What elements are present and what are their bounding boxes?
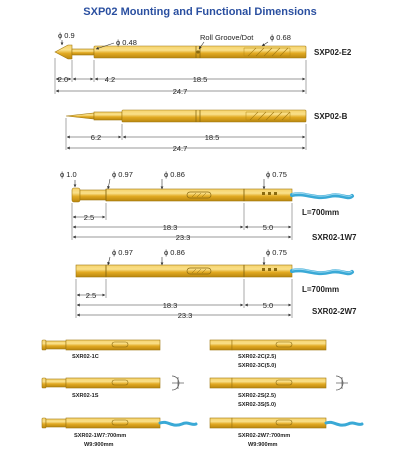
variant-2s-label: SXR02-2S(2.5) <box>238 393 276 399</box>
e2-phi-068-label: ϕ 0.68 <box>270 33 291 42</box>
variant-2w7-label: SXR02-2W7:700mm <box>238 433 290 439</box>
b-dim-247: 24.7 <box>173 144 188 153</box>
b-model-label: SXP02-B <box>314 112 348 121</box>
e2-phi-048-label: ϕ 0.48 <box>116 38 137 47</box>
variant-2w9-label: W9:900mm <box>248 442 278 448</box>
variant-1c-label: SXR02-1C <box>72 354 99 360</box>
w1-phi-097-label: ϕ 0.97 <box>112 170 133 179</box>
variant-sxr02-2c <box>209 339 327 351</box>
variant-sxr02-1s <box>41 377 161 389</box>
variant-3s-label: SXR02-3S(5.0) <box>238 402 276 408</box>
wire <box>290 268 354 276</box>
w1-dim-25: 2.5 <box>84 213 94 222</box>
w2-dim-183: 18.3 <box>163 301 178 310</box>
variant-1w9-label: W9:900mm <box>84 442 114 448</box>
w2-phi-086-label: ϕ 0.86 <box>164 248 185 257</box>
receptacle-sxr02-2w7 <box>75 264 354 278</box>
plunger-neck <box>93 111 123 121</box>
e2-dim-42: 4.2 <box>105 75 115 84</box>
variant-sxr02-1w7 <box>41 417 198 429</box>
roll-dot <box>196 50 200 54</box>
receptacle-sxr02-1w7 <box>71 187 354 203</box>
probe-sxp02-b <box>65 109 307 123</box>
receptacle-body <box>105 188 245 202</box>
wire <box>290 192 354 200</box>
w2-dim-25: 2.5 <box>86 291 96 300</box>
w2-model-label: SXR02-2W7 <box>312 307 357 316</box>
e2-dim-247: 24.7 <box>173 87 188 96</box>
probe-tip <box>54 44 73 60</box>
e2-phi-09-label: ϕ 0.9 <box>58 31 75 40</box>
w1-length-label: L=700mm <box>302 208 339 217</box>
w1-dim-183: 18.3 <box>163 223 178 232</box>
e2-dim-185: 18.5 <box>193 75 208 84</box>
w1-dim-233: 23.3 <box>176 233 191 242</box>
w2-dim-233: 23.3 <box>178 311 193 320</box>
variant-1s-end-view <box>171 375 184 391</box>
e2-model-label: SXP02-E2 <box>314 48 352 57</box>
e2-roll-groove-label: Roll Groove/Dot <box>200 33 254 42</box>
variant-sxr02-2w7 <box>209 417 364 429</box>
page-title: SXP02 Mounting and Functional Dimensions <box>83 6 316 18</box>
barrel <box>121 109 307 123</box>
plunger-neck <box>71 48 95 56</box>
variant-2c-label: SXR02-2C(2.5) <box>238 354 276 360</box>
crimp-slot <box>186 191 212 199</box>
receptacle-head-collar <box>71 187 81 203</box>
variant-1w7-label: SXR02-1W7:700mm <box>74 433 126 439</box>
receptacle-body <box>105 264 245 278</box>
b-dim-185: 18.5 <box>205 133 220 142</box>
w2-phi-075-label: ϕ 0.75 <box>266 248 287 257</box>
w1-phi-10-label: ϕ 1.0 <box>60 170 77 179</box>
w2-dim-50: 5.0 <box>263 301 273 310</box>
w2-phi-097-label: ϕ 0.97 <box>112 248 133 257</box>
variant-sxr02-1c <box>41 339 161 351</box>
probe-sxp02-e2 <box>54 44 307 60</box>
receptacle-head <box>79 189 109 201</box>
variant-3c-label: SXR02-3C(5.0) <box>238 363 276 369</box>
w1-model-label: SXR02-1W7 <box>312 233 357 242</box>
w2-length-label: L=700mm <box>302 285 339 294</box>
variant-sxr02-2s <box>209 377 327 389</box>
w1-dim-50: 5.0 <box>263 223 273 232</box>
variant-2s-end-view <box>335 375 348 391</box>
probe-needle-tip <box>65 112 95 120</box>
e2-dim-20: 2.0 <box>58 75 68 84</box>
variant-1s-label: SXR02-1S <box>72 393 99 399</box>
crimp-slot <box>186 267 212 275</box>
w1-phi-086-label: ϕ 0.86 <box>164 170 185 179</box>
w1-phi-075-label: ϕ 0.75 <box>266 170 287 179</box>
b-dim-62: 6.2 <box>91 133 101 142</box>
receptacle-head <box>75 264 107 278</box>
